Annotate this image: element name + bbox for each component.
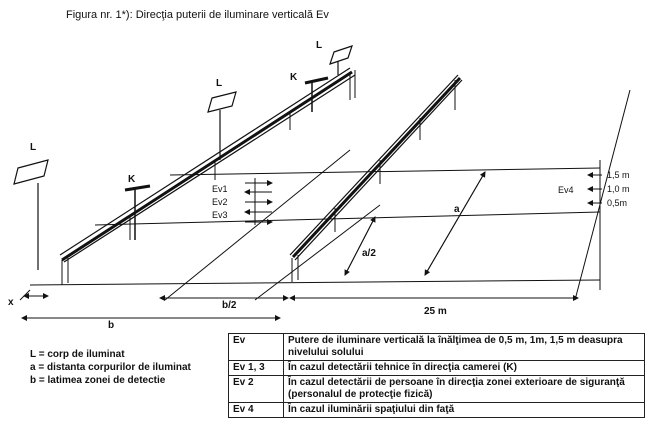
- label-K-left: K: [128, 174, 136, 185]
- label-1-5m: 1,5 m: [607, 170, 630, 180]
- label-b-half: b/2: [222, 300, 237, 311]
- label-0-5m: 0,5m: [607, 198, 627, 208]
- left-fence: [59, 67, 356, 285]
- label-1-0m: 1,0 m: [607, 184, 630, 194]
- label-b: b: [108, 320, 114, 331]
- label-25m: 25 m: [424, 306, 447, 317]
- perspective-diagram: L L L K K Ev1 Ev2 Ev3 Ev4 1,5 m 1,0 m 0,…: [8, 40, 631, 331]
- legend-item: b = latimea zonei de detectie: [30, 375, 166, 386]
- label-a: a: [454, 204, 460, 215]
- ev-code: Ev 4: [228, 402, 284, 418]
- dimension-a-half: [344, 216, 376, 276]
- table-row: Ev 4 În cazul iluminării spaţiului din f…: [228, 402, 645, 418]
- legend-item: L = corp de iluminat: [30, 349, 125, 360]
- ev-code: Ev 1, 3: [228, 360, 284, 376]
- figure-title: Figura nr. 1*): Direcţia puterii de ilum…: [66, 9, 329, 21]
- table-row: Ev 1, 3 În cazul detectării tehnice în d…: [228, 360, 645, 376]
- ev-definition-table: Ev Putere de iluminare verticală la înăl…: [228, 333, 645, 418]
- camera-right: [304, 76, 329, 112]
- table-row: Ev Putere de iluminare verticală la înăl…: [228, 333, 645, 361]
- table-row: Ev 2 În cazul detectării de persoane în …: [228, 375, 645, 403]
- camera-left: [124, 184, 151, 240]
- label-L-middle: L: [216, 78, 222, 89]
- ev-description: În cazul detectării de persoane în direc…: [283, 375, 645, 403]
- label-ev4: Ev4: [558, 185, 574, 195]
- ev-description: Putere de iluminare verticală la înălţim…: [283, 333, 645, 361]
- ev-description: În cazul detectării tehnice în direcţia …: [283, 360, 645, 376]
- dimension-a: [424, 171, 486, 276]
- ev-code: Ev 2: [228, 375, 284, 403]
- label-K-right: K: [290, 72, 298, 83]
- ev-arrows: [244, 178, 273, 225]
- ground-lines: [19, 89, 631, 301]
- right-fence: [289, 74, 463, 282]
- label-ev2: Ev2: [212, 197, 228, 207]
- label-ev3: Ev3: [212, 210, 228, 220]
- label-L-left: L: [30, 142, 36, 153]
- legend: L = corp de iluminat a = distanta corpur…: [30, 348, 191, 387]
- label-ev1: Ev1: [212, 184, 228, 194]
- guide-lines: [164, 149, 381, 301]
- ev4-arrows: [587, 172, 602, 206]
- legend-item: a = distanta corpurilor de iluminat: [30, 362, 191, 373]
- label-L-right: L: [316, 40, 322, 51]
- luminaire-right: [329, 45, 353, 75]
- label-x: x: [8, 297, 14, 308]
- luminaire-middle: [207, 91, 237, 160]
- ev-description: În cazul iluminării spaţiului din faţă: [283, 402, 645, 418]
- luminaire-left: [13, 159, 49, 270]
- ev-code: Ev: [228, 333, 284, 361]
- label-a-half: a/2: [362, 248, 376, 259]
